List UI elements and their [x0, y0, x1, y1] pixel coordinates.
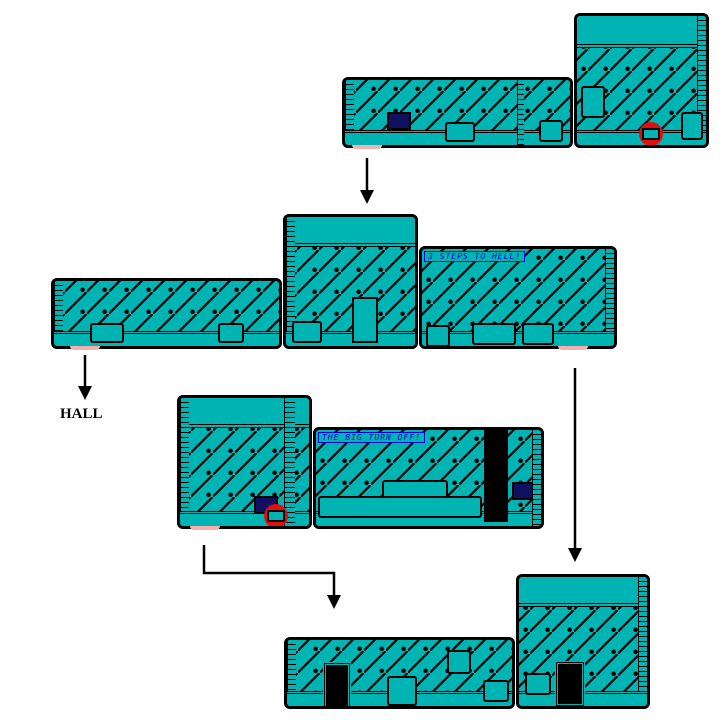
brick-wall	[697, 16, 706, 145]
room-1	[342, 77, 573, 148]
sofa-icon	[472, 323, 516, 345]
room-exit[interactable]	[352, 145, 382, 149]
room-9	[516, 574, 650, 709]
clock-icon	[581, 86, 605, 118]
table-icon	[483, 680, 509, 702]
brick-wall	[54, 281, 63, 346]
brick-wall	[532, 430, 541, 526]
doorway[interactable]	[484, 430, 508, 522]
room-title-banner: THE BIG TURN OFF!	[318, 432, 425, 443]
fireplace-icon	[681, 112, 703, 140]
room-title-banner: 3 STEPS TO HELL!	[424, 251, 526, 262]
hall-exit-label: HALL	[60, 406, 103, 422]
floor	[54, 331, 279, 346]
pillar	[284, 398, 295, 526]
brick-wall	[180, 398, 189, 526]
table-icon	[525, 673, 551, 695]
highlighted-item-icon[interactable]	[264, 504, 288, 526]
ceiling	[286, 217, 415, 247]
floor	[422, 331, 614, 346]
sofa-icon	[292, 321, 322, 343]
room-2	[574, 13, 709, 148]
table-icon	[539, 120, 563, 142]
brick-wall	[605, 249, 614, 346]
arrowhead	[568, 548, 582, 562]
machine-panel-icon	[318, 496, 482, 518]
brick-wall	[287, 640, 296, 706]
arrowhead	[360, 190, 374, 204]
arrowhead	[327, 595, 341, 609]
brick-wall	[286, 217, 295, 346]
room-exit[interactable]	[190, 526, 220, 530]
sofa-icon	[90, 323, 124, 343]
ceiling	[577, 16, 706, 48]
brick-wall	[345, 80, 354, 145]
doorway[interactable]	[323, 662, 351, 706]
room-6	[177, 395, 312, 529]
ceiling	[519, 577, 647, 607]
fireplace-icon	[387, 676, 417, 706]
room-4	[283, 214, 418, 349]
sofa-icon	[445, 122, 475, 142]
tv-icon	[387, 112, 411, 130]
arrow-4	[202, 545, 336, 597]
room-8	[284, 637, 515, 709]
room-exit[interactable]	[558, 346, 588, 350]
arrowhead	[78, 386, 92, 400]
room-exit[interactable]	[70, 346, 100, 350]
room-3	[51, 278, 282, 349]
room-5: 3 STEPS TO HELL!	[419, 246, 617, 349]
doorway[interactable]	[555, 661, 585, 706]
sofa-icon	[522, 323, 554, 345]
table-icon	[426, 325, 450, 346]
pillar	[517, 80, 524, 145]
brick-wall	[638, 577, 647, 706]
table-icon	[218, 323, 244, 343]
room-7: THE BIG TURN OFF!	[313, 427, 544, 529]
door-icon[interactable]	[352, 297, 378, 343]
clock-icon	[447, 650, 471, 674]
highlighted-item-icon[interactable]	[639, 122, 663, 145]
